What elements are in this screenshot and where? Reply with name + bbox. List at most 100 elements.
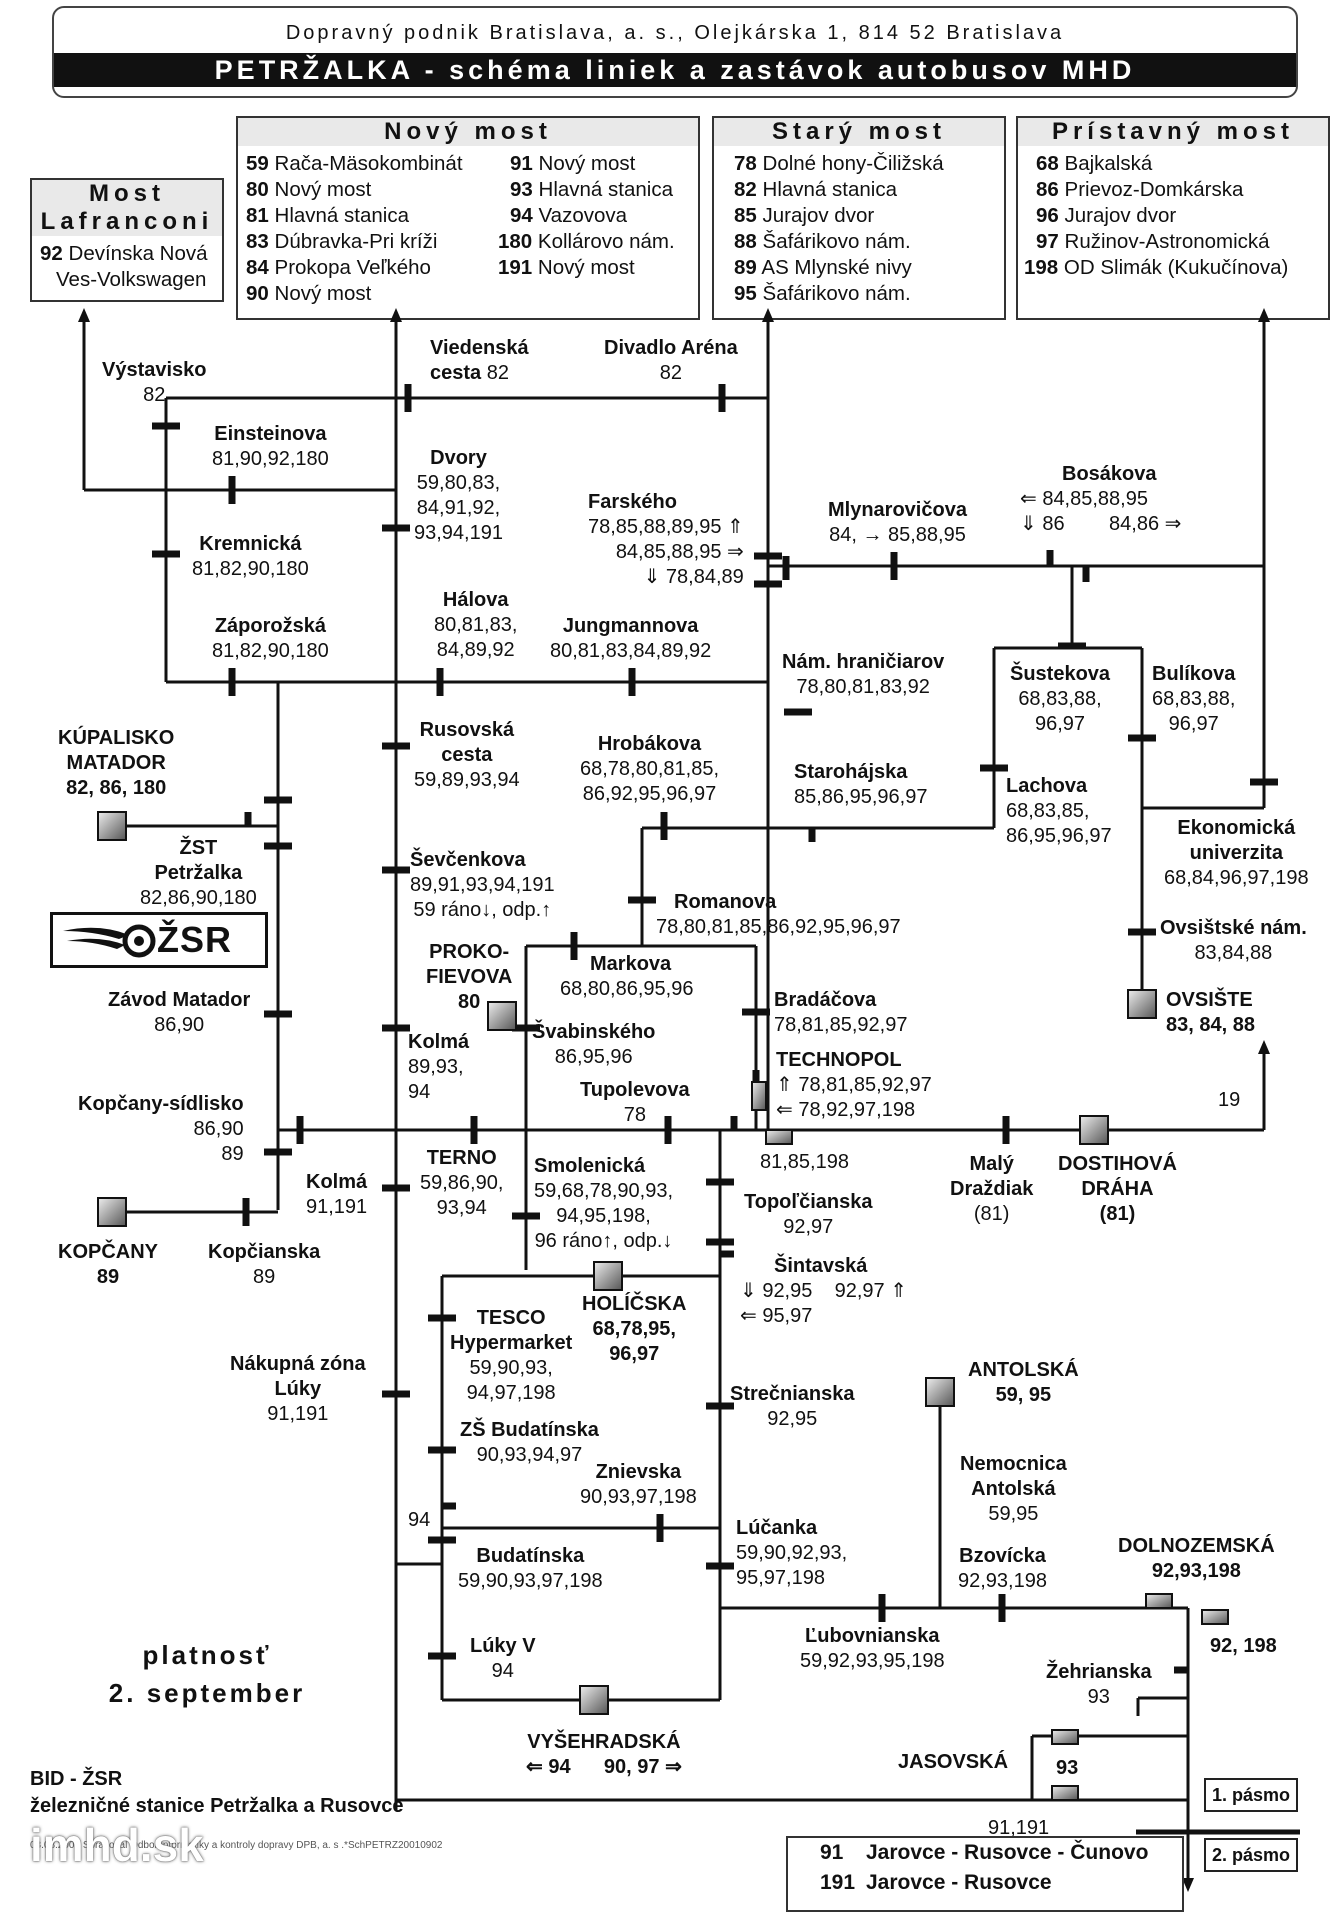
- panel-title-pristavny-most: Prístavný most: [1018, 118, 1328, 146]
- panel-title-stary-most: Starý most: [714, 118, 1004, 146]
- watermark: imhd.sk: [30, 1819, 204, 1871]
- credit-line: 08.08.2001 Spracoval Odbor informatiky a…: [30, 1840, 443, 1851]
- stop-vysehradska: VYŠEHRADSKÁ⇐ 94 90, 97 ⇒: [526, 1731, 682, 1778]
- zsr-logo-text: ŽSR: [157, 919, 232, 960]
- route-line: 94 Vazovova: [510, 204, 628, 227]
- zsr-logo: ŽSR: [50, 912, 268, 968]
- route-line: 82 Hlavná stanica: [734, 178, 897, 201]
- route-line: 59 Rača-Mäsokombinát: [246, 152, 463, 175]
- stop-technopol: TECHNOPOL⇑ 78,81,85,92,97⇐ 78,92,97,198: [776, 1049, 932, 1121]
- panel-stary-most: Starý most 78 Dolné hony-Čiližská 82 Hla…: [712, 116, 1006, 320]
- stop-jasovska-lines: 93: [1056, 1757, 1079, 1779]
- route-line: 96 Jurajov dvor: [1036, 204, 1177, 227]
- route-line: 86 Prievoz-Domkárska: [1036, 178, 1244, 201]
- terminal-stops: [97, 811, 1229, 1801]
- route-line: 93 Hlavná stanica: [510, 178, 673, 201]
- route-line: 191 Nový most: [498, 256, 635, 279]
- stop-bottom-lines: 91,191: [988, 1817, 1050, 1839]
- panel-novy-most: Nový most 59 Rača-Mäsokombinát 80 Nový m…: [236, 116, 700, 320]
- panel-most-lafranconi: Most Lafranconi 92 Devínska Nová Ves-Vol…: [30, 178, 224, 302]
- route-line: 180 Kollárovo nám.: [498, 230, 675, 253]
- stop-ovsisstske-nam: Ovsištské nám.83,84,88: [1160, 917, 1307, 964]
- map-title: PETRŽALKA - schéma liniek a zastávok aut…: [54, 53, 1296, 87]
- route-line: 88 Šafárikovo nám.: [734, 230, 911, 253]
- route-line: 198 OD Slimák (Kukučínova): [1024, 256, 1289, 279]
- stop-technopol-terminal: 81,85,198: [760, 1151, 849, 1173]
- route-line: 68 Bajkalská: [1036, 152, 1153, 175]
- route-line: 80 Nový most: [246, 178, 372, 201]
- route-line: 90 Nový most: [246, 282, 372, 305]
- route-line: 91 Nový most: [510, 152, 636, 175]
- stop-dolnozemska-2: 92, 198: [1210, 1635, 1277, 1657]
- stop-markers: [152, 384, 1278, 1674]
- panel-pristavny-most: Prístavný most 68 Bajkalská 86 Prievoz-D…: [1016, 116, 1330, 320]
- operator-address: Dopravný podnik Bratislava, a. s., Olejk…: [285, 22, 1065, 44]
- line-19-label: 19: [1218, 1089, 1241, 1111]
- route-line: 85 Jurajov dvor: [734, 204, 875, 227]
- route-line: 78 Dolné hony-Čiližská: [734, 152, 944, 175]
- zone-2-label: 2. pásmo: [1204, 1838, 1298, 1872]
- route-line: 97 Ružinov-Astronomická: [1036, 230, 1270, 253]
- route-line: 95 Šafárikovo nám.: [734, 282, 911, 305]
- stop-sintavska: Šintavská⇓ 92,95 92,97 ⇑⇐ 95,97: [740, 1255, 907, 1327]
- route-lines: [82, 320, 1300, 1880]
- panel-title-novy-most: Nový most: [238, 118, 698, 146]
- direction-arrows: [78, 308, 1270, 1892]
- panel-title-most-lafranconi: Most Lafranconi: [32, 180, 222, 236]
- route-line: Ves-Volkswagen: [56, 268, 207, 291]
- route-line: 83 Dúbravka-Pri kríži: [246, 230, 438, 253]
- route-line: 84 Prokopa Veľkého: [246, 256, 431, 279]
- line-94-label: 94: [408, 1509, 431, 1531]
- bid-note: BID - ŽSR železničné stanice Petržalka a…: [30, 1768, 404, 1817]
